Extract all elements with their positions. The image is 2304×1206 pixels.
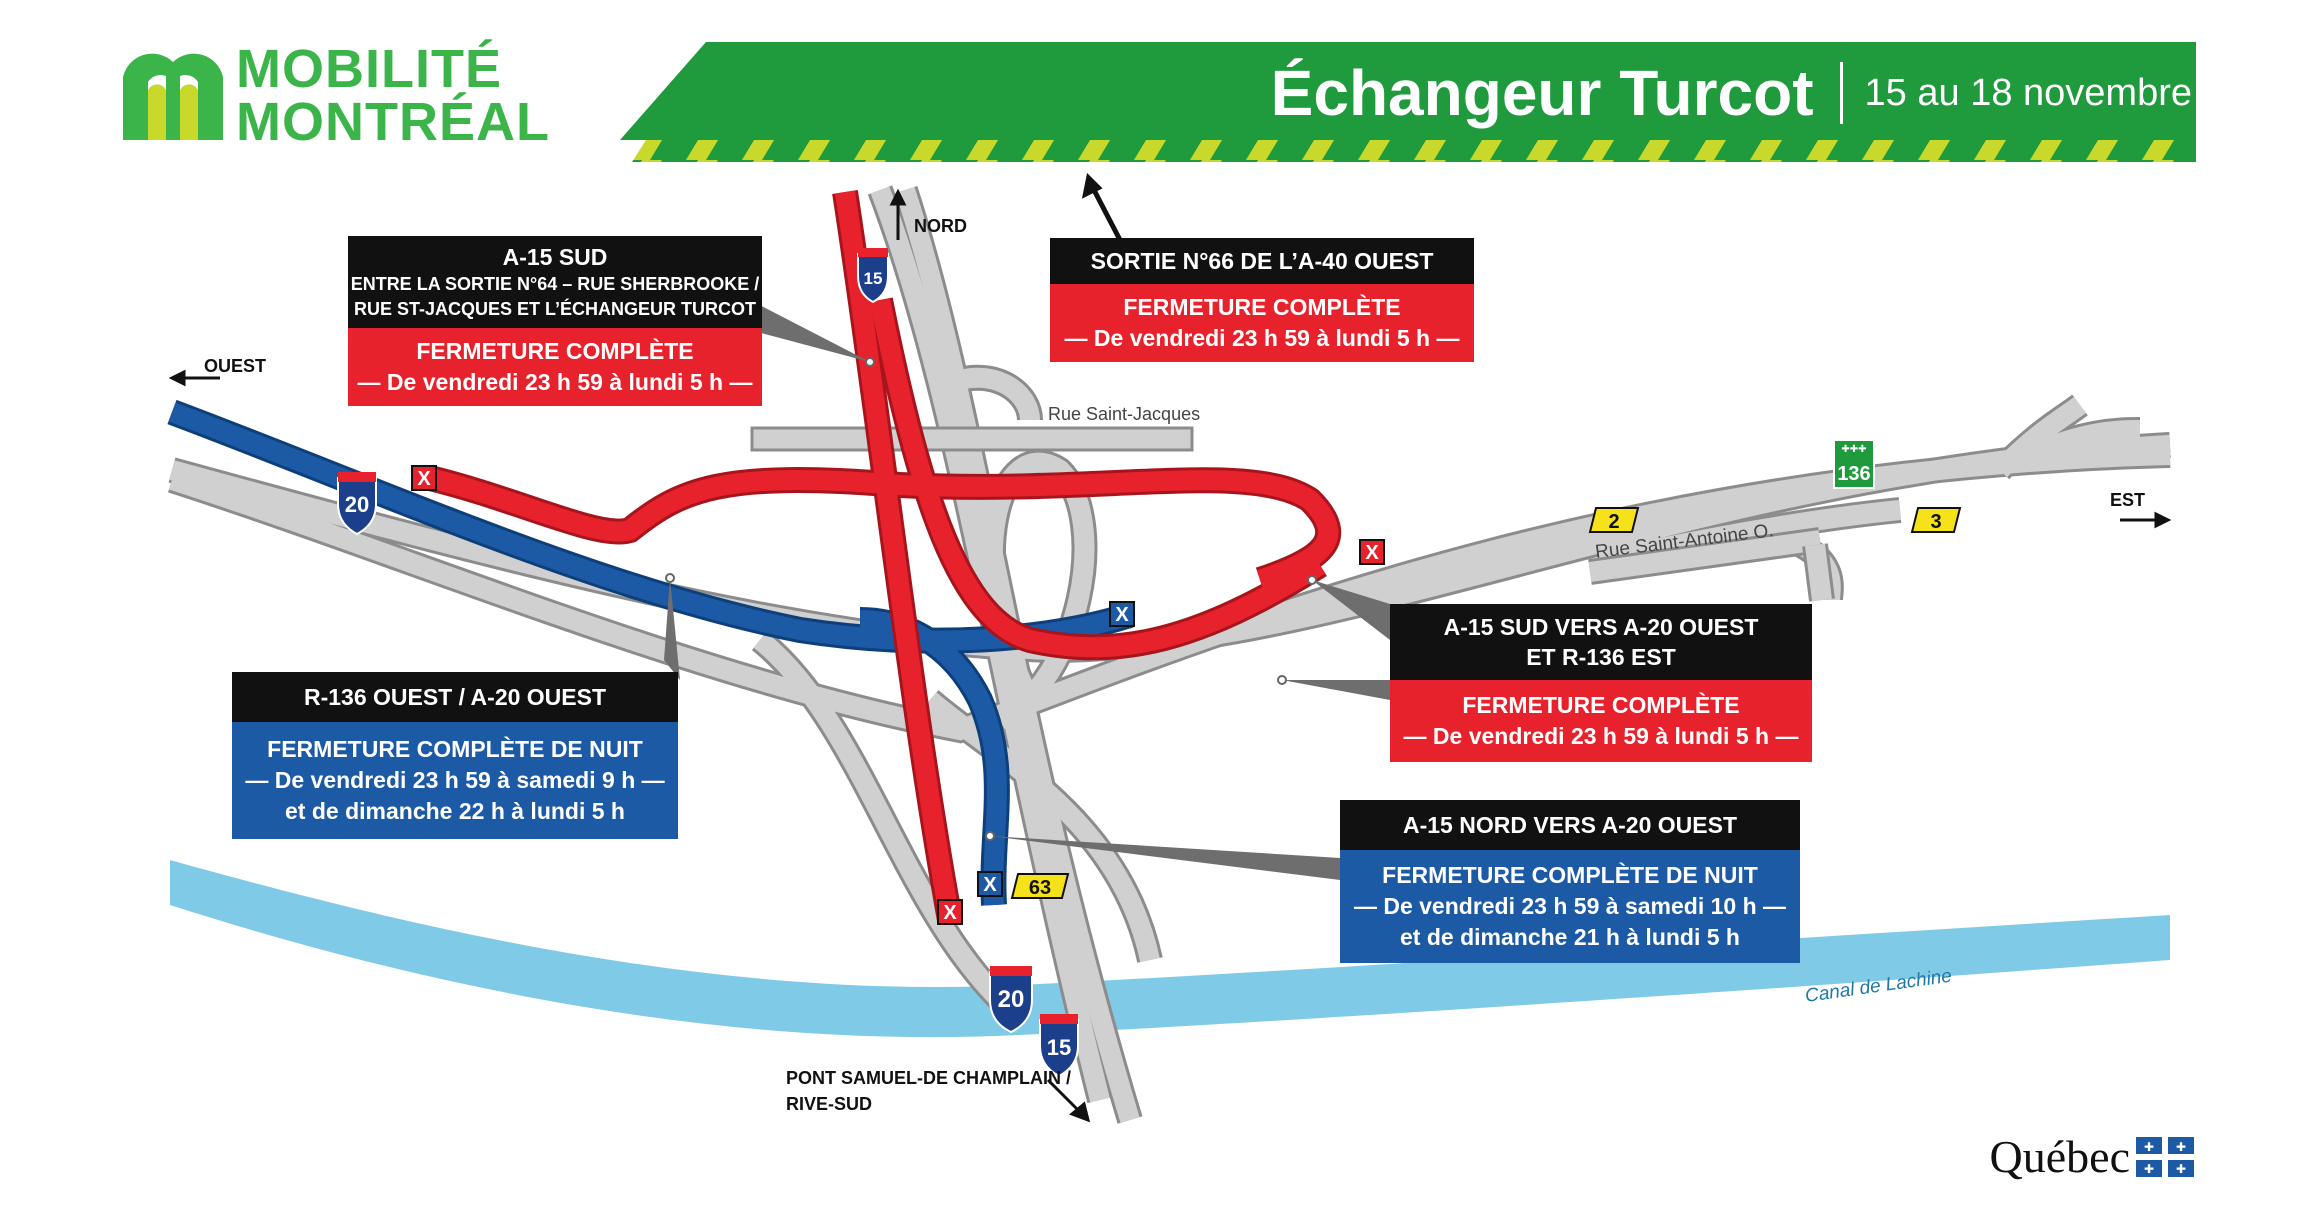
r136-shield-label: 136 [1837,463,1870,485]
r136-shield-icon: ✚✚✚ [1833,439,1875,489]
direction-south-2: RIVE-SUD [786,1094,872,1114]
street-saint-jacques [750,426,1194,452]
page-dates: 15 au 18 novembre [1864,71,2192,114]
notice-when: et de dimanche 21 h à lundi 5 h [1400,924,1740,950]
notice-heading: A-15 SUD VERS A-20 OUEST [1443,614,1759,640]
notice-heading: SORTIE N°66 DE L’A-40 OUEST [1090,248,1434,274]
svg-text:X: X [1365,542,1379,564]
direction-west: OUEST [204,356,266,376]
notice-sortie-66: SORTIE N°66 DE L’A-40 OUEST FERMETURE CO… [1050,238,1474,362]
closure-marker-blue-icon: X [977,871,1003,897]
svg-text:✚: ✚ [2144,1162,2154,1176]
notice-a15-sud: A-15 SUD ENTRE LA SORTIE N°64 – RUE SHER… [348,236,762,406]
exit-3-tab-icon [1910,507,1962,533]
quebec-signature: Québec ✚ ✚ ✚ ✚ [1990,1130,2194,1183]
brand-line1: MOBILITÉ [236,39,502,99]
notice-when: — De vendredi 23 h 59 à lundi 5 h — [1064,325,1460,351]
a20-shield-south-label: 20 [998,986,1025,1013]
m-logo-icon [123,53,223,140]
svg-text:✚: ✚ [2144,1140,2154,1154]
a15-shield-north-label: 15 [864,269,883,288]
notice-status: FERMETURE COMPLÈTE [1123,294,1401,320]
closure-marker-red-icon: X [937,899,963,925]
notice-status: FERMETURE COMPLÈTE [1462,692,1740,718]
header-banner [620,42,2196,162]
notice-a15-nord-vers-a20: A-15 NORD VERS A-20 OUEST FERMETURE COMP… [1340,800,1800,963]
svg-text:✚: ✚ [2176,1140,2186,1154]
svg-text:✚✚✚: ✚✚✚ [1841,444,1866,455]
notice-when: — De vendredi 23 h 59 à lundi 5 h — [1403,723,1799,749]
exit-2-tab-icon [1588,507,1640,533]
svg-text:X: X [417,468,431,490]
closure-marker-blue-icon: X [1109,601,1135,627]
notice-detail: RUE ST-JACQUES ET L’ÉCHANGEUR TURCOT [353,299,757,319]
quebec-flag-icon: ✚ ✚ ✚ ✚ [2136,1136,2194,1177]
canal [170,860,2170,1038]
notice-status: FERMETURE COMPLÈTE [416,338,694,364]
notice-when: et de dimanche 22 h à lundi 5 h [285,798,625,824]
a15-shield-south-label: 15 [1047,1035,1071,1060]
callout-pointers [664,300,1390,880]
header-title: Échangeur Turcot 15 au 18 novembre [1271,56,2192,130]
direction-east: EST [2110,490,2145,510]
quebec-wordmark: Québec [1989,1131,2130,1182]
exit-63-label: 63 [1029,877,1051,899]
notice-when: — De vendredi 23 h 59 à samedi 9 h — [245,767,665,793]
direction-south: PONT SAMUEL-DE CHAMPLAIN / [786,1068,1071,1088]
notice-when: — De vendredi 23 h 59 à lundi 5 h — [357,369,753,395]
a15-shield-north-icon [857,248,889,304]
svg-text:X: X [1115,604,1129,626]
svg-text:X: X [943,902,957,924]
notice-detail: ENTRE LA SORTIE N°64 – RUE SHERBROOKE / [350,274,760,294]
notice-when: — De vendredi 23 h 59 à samedi 10 h — [1353,893,1787,919]
exit-63-tab-icon [1010,873,1070,899]
a20-shield-west-icon [337,472,377,536]
notice-a15-sud-vers-a20: A-15 SUD VERS A-20 OUEST ET R-136 EST FE… [1390,604,1812,762]
page-title: Échangeur Turcot [1270,57,1814,129]
closure-marker-red-icon: X [1359,539,1385,565]
a15-shield-south-icon [1039,1014,1079,1078]
svg-text:X: X [983,874,997,896]
notice-heading: A-15 SUD [502,244,608,270]
notice-status: FERMETURE COMPLÈTE DE NUIT [1382,862,1758,888]
closure-marker-red-icon: X [411,465,437,491]
notice-heading: R-136 OUEST / A-20 OUEST [303,684,607,710]
brand-line2: MONTRÉAL [236,92,550,152]
notice-status: FERMETURE COMPLÈTE DE NUIT [267,736,643,762]
direction-north: NORD [914,216,967,236]
a20-shield-west-label: 20 [345,492,369,517]
mobilite-montreal-logo [118,42,228,147]
notice-heading-2: ET R-136 EST [1526,644,1676,670]
notice-heading: A-15 NORD VERS A-20 OUEST [1403,812,1737,838]
a20-shield-south-icon [989,966,1033,1034]
street-label-saint-jacques: Rue Saint-Jacques [1048,404,1200,424]
title-separator [1839,62,1843,124]
street-saint-antoine [1588,527,1835,602]
exit-2-label: 2 [1608,511,1619,533]
exit-3-label: 3 [1930,511,1941,533]
notice-r136-a20-ouest: R-136 OUEST / A-20 OUEST FERMETURE COMPL… [232,672,678,839]
svg-text:✚: ✚ [2176,1162,2186,1176]
